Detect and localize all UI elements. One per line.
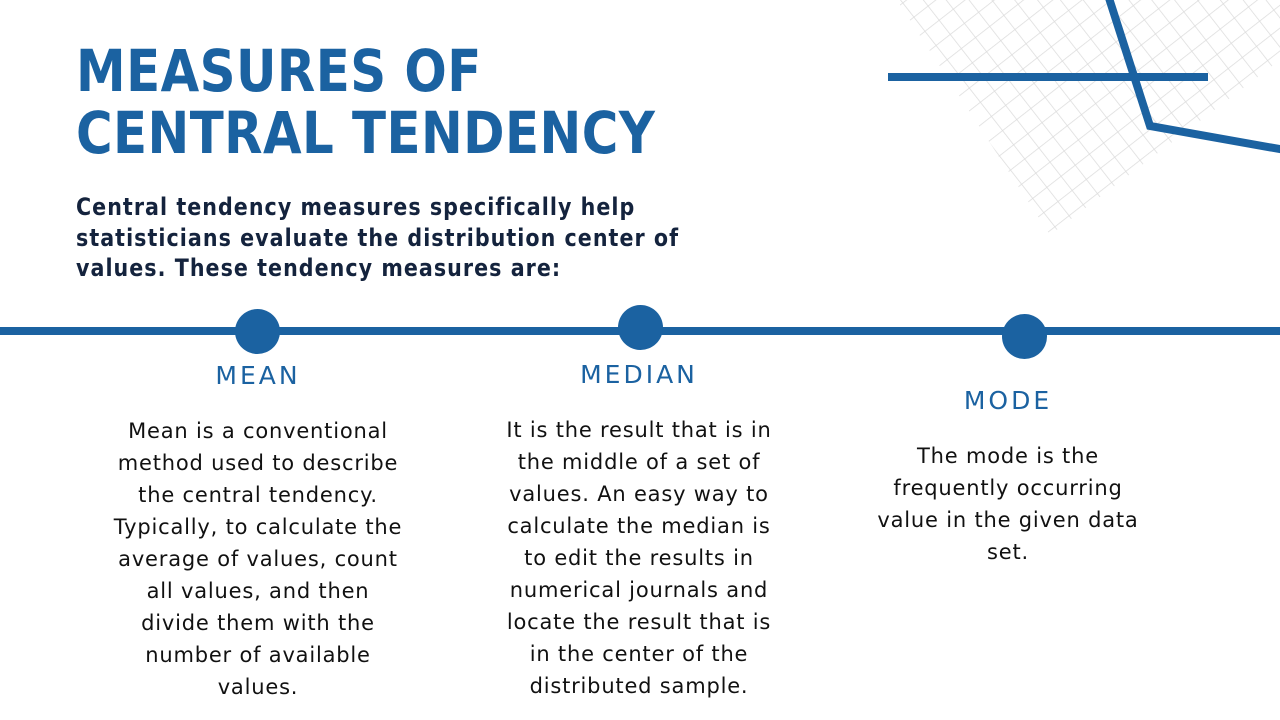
mode-description: The mode is the frequently occurring val… bbox=[877, 444, 1139, 564]
median-description: It is the result that is in the middle o… bbox=[506, 418, 772, 698]
mean-description: Mean is a conventional method used to de… bbox=[113, 419, 403, 699]
mean-heading: MEAN bbox=[215, 361, 301, 390]
intro-text: Central tendency measures specifically h… bbox=[76, 193, 680, 282]
median-heading: MEDIAN bbox=[580, 360, 698, 389]
timeline-node-mode bbox=[1002, 314, 1047, 359]
deco-angled-line bbox=[1105, 0, 1280, 154]
grid-pattern bbox=[900, 0, 1280, 235]
timeline-node-median bbox=[618, 305, 663, 350]
timeline-node-mean bbox=[235, 309, 280, 354]
slide-title: MEASURES OF CENTRAL TENDENCY bbox=[76, 37, 656, 167]
mode-heading: MODE bbox=[963, 386, 1053, 415]
